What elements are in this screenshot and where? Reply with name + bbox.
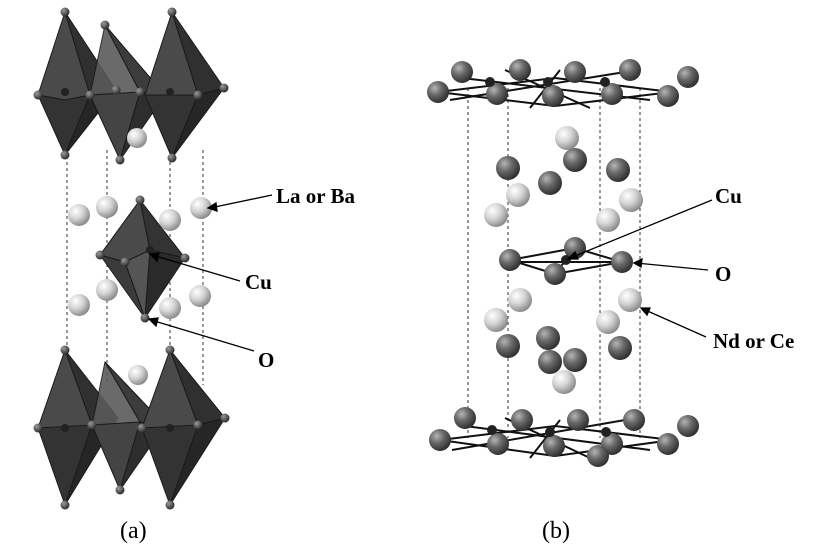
- octahedra-top: [37, 10, 226, 162]
- octahedra-bottom: [37, 348, 227, 507]
- atoms-cu-a: [61, 88, 174, 432]
- pointers-a: [147, 194, 273, 352]
- pointers-b: [566, 199, 713, 338]
- label-o-a: O: [258, 348, 274, 372]
- atoms-bottom-plane: [429, 407, 699, 467]
- caption-b: (b): [542, 518, 570, 544]
- atoms-interlayer-b: [484, 126, 643, 394]
- label-la-ba: La or Ba: [276, 184, 355, 208]
- label-cu-a: Cu: [245, 270, 272, 294]
- panel-b: Cu O Nd or Ce (b): [427, 59, 794, 544]
- caption-a: (a): [120, 518, 147, 544]
- atoms-top-plane: [427, 59, 699, 107]
- atoms-o-a: [33, 7, 230, 510]
- label-nd-ce: Nd or Ce: [713, 329, 794, 353]
- label-cu-b: Cu: [715, 184, 742, 208]
- panel-a: La or Ba Cu O (a): [33, 7, 355, 544]
- octahedron-middle: [98, 198, 187, 320]
- atoms-middle-plane: [499, 237, 633, 285]
- label-o-b: O: [715, 262, 731, 286]
- atoms-la-ba: [68, 128, 212, 385]
